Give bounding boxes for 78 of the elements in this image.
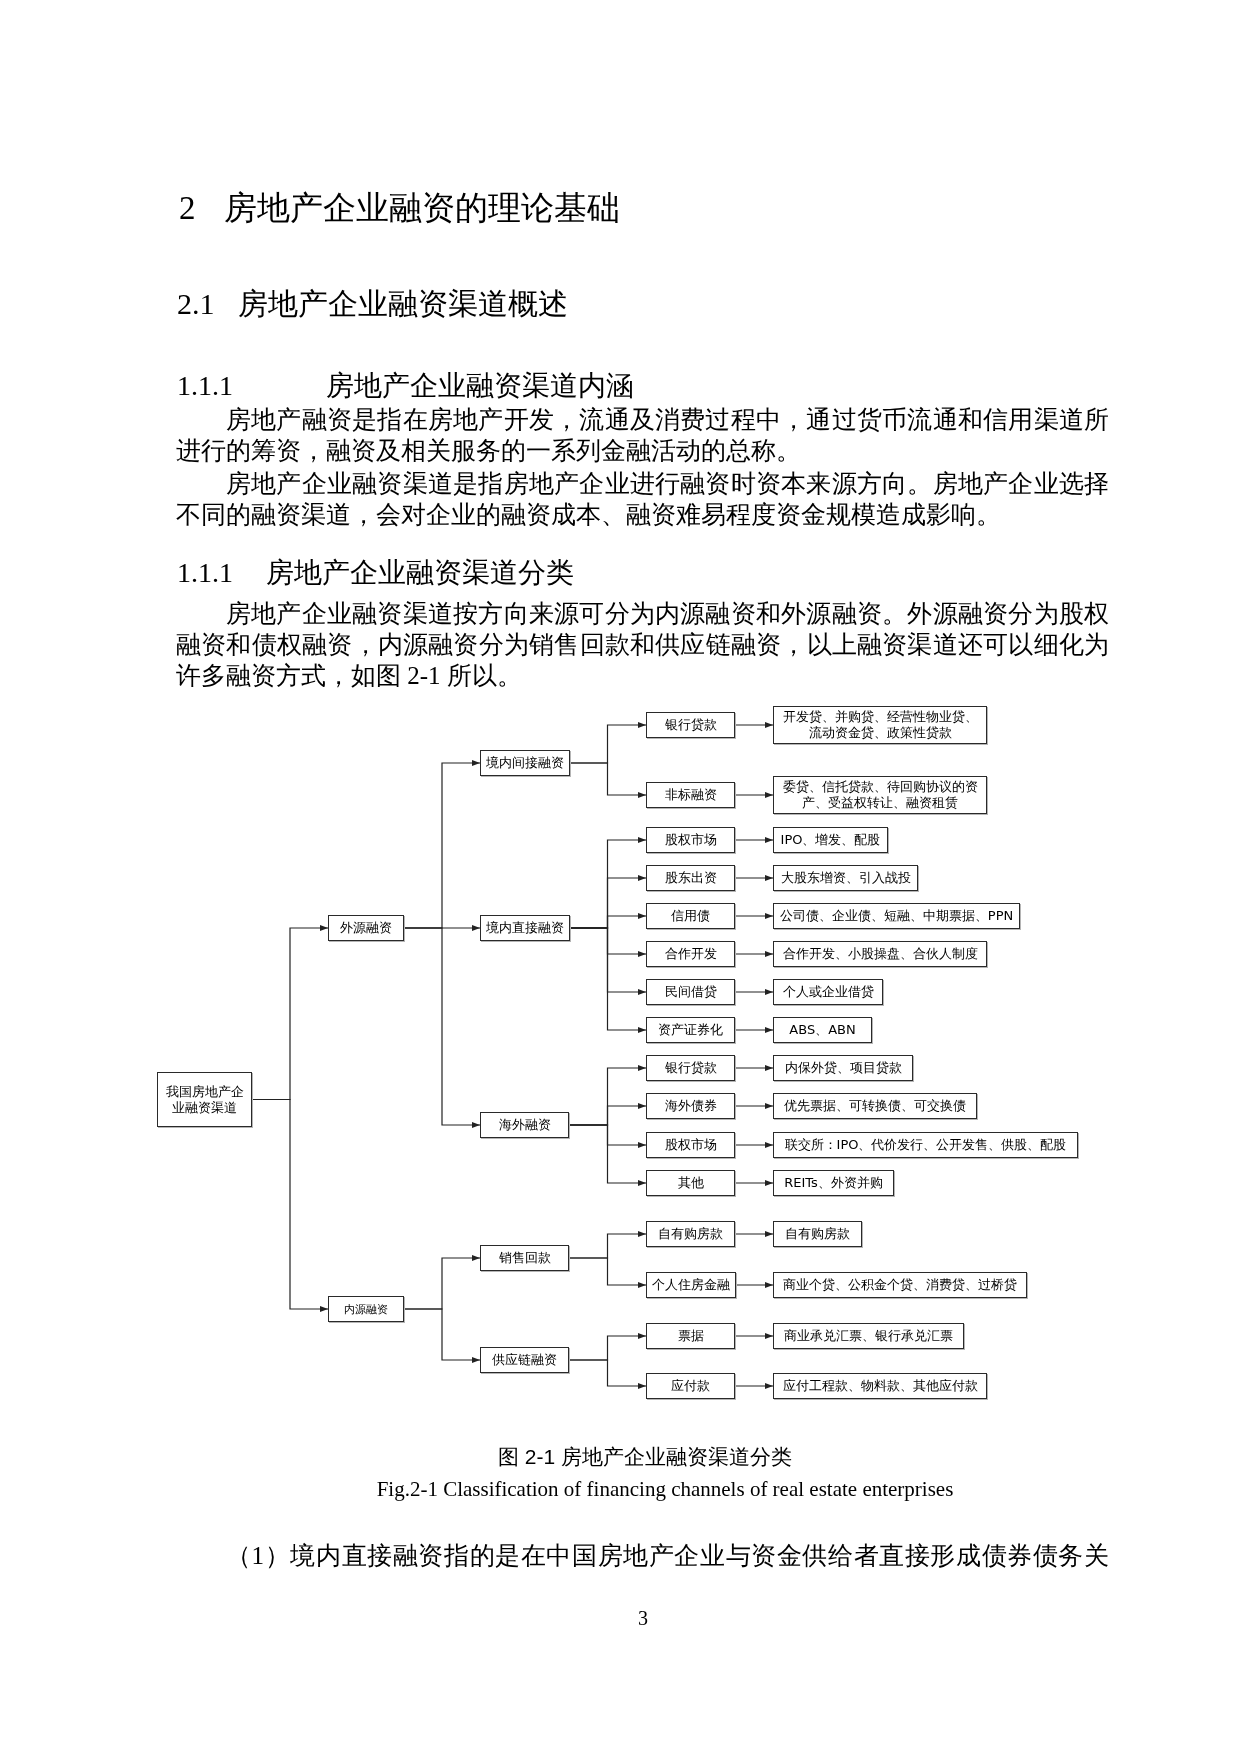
arrow [734, 951, 774, 957]
channel-box: 销售回款 [480, 1245, 569, 1271]
detail-box: 商业个贷、公积金个贷、消费贷、过桥贷 [773, 1272, 1027, 1298]
detail-box: 内保外贷、项目贷款 [773, 1055, 913, 1081]
figure-caption: Fig.2-1 Classification of financing channels of real estate enterprises [375, 1476, 955, 1502]
detail-box: 优先票据、可转换债、可交换债 [773, 1093, 977, 1119]
detail-box: 个人或企业借贷 [773, 979, 883, 1005]
method-box: 海外债券 [646, 1093, 735, 1119]
body-paragraph: 房地产企业融资渠道是指房地产企业进行融资时资本来源方向。房地产企业选择不同的融资渠道，会对企业的融资成本、融资难易程度资金规模造成影响。 [176, 469, 1109, 530]
subsection-number: 1.1.1 [177, 558, 233, 588]
method-box: 股权市场 [646, 827, 735, 853]
category-box: 内源融资 [328, 1296, 404, 1322]
method-box: 信用债 [646, 903, 735, 929]
figure-caption: 图 2-1 房地产企业融资渠道分类 [497, 1444, 793, 1470]
channel-box: 供应链融资 [480, 1347, 569, 1373]
arrow [734, 1027, 774, 1033]
arrow [734, 1180, 774, 1186]
page-number: 3 [637, 1606, 649, 1630]
arrow [734, 837, 774, 843]
arrow [734, 1103, 774, 1109]
body-paragraph: （1）境内直接融资指的是在中国房地产企业与资金供给者直接形成债券债务关 [225, 1541, 1109, 1571]
body-paragraph: 房地产融资是指在房地产开发，流通及消费过程中，通过货币流通和信用渠道所进行的筹资，融资及相关服务的一系列金融活动的总称。 [176, 405, 1109, 466]
arrow [734, 722, 774, 728]
chapter-heading: 房地产企业融资的理论基础 [224, 190, 620, 226]
chapter-number: 2 [179, 190, 196, 226]
arrow [734, 1065, 774, 1071]
detail-box: 委贷、信托贷款、待回购协议的资产、受益权转让、融资租赁 [773, 776, 987, 814]
detail-box: 合作开发、小股操盘、合伙人制度 [773, 941, 987, 967]
method-box: 股东出资 [646, 865, 735, 891]
channel-box: 境内间接融资 [480, 750, 570, 776]
method-box: 银行贷款 [646, 1055, 735, 1081]
method-box: 个人住房金融 [646, 1272, 736, 1298]
arrow [734, 792, 774, 798]
method-box: 银行贷款 [646, 712, 735, 738]
arrow [568, 1257, 647, 1288]
arrow [403, 1308, 481, 1363]
detail-box: ABS、ABN [773, 1017, 872, 1043]
arrow [251, 1098, 329, 1312]
detail-box: 大股东增资、引入战投 [773, 865, 918, 891]
detail-box: 应付工程款、物料款、其他应付款 [773, 1373, 987, 1399]
method-box: 票据 [646, 1323, 735, 1349]
section-heading: 房地产企业融资渠道概述 [238, 287, 568, 321]
method-box: 应付款 [646, 1373, 735, 1399]
detail-box: 商业承兑汇票、银行承兑汇票 [773, 1323, 964, 1349]
method-box: 股权市场 [646, 1132, 735, 1158]
detail-box: 联交所：IPO、代价发行、公开发售、供股、配股 [773, 1132, 1078, 1158]
arrow [568, 1359, 647, 1389]
arrow [568, 1124, 647, 1186]
channel-box: 海外融资 [480, 1112, 569, 1138]
method-box: 其他 [646, 1170, 735, 1196]
detail-box: 自有购房款 [773, 1221, 862, 1247]
method-box: 合作开发 [646, 941, 735, 967]
section-number: 2.1 [177, 287, 215, 321]
arrow [734, 1282, 774, 1288]
method-box: 自有购房款 [646, 1221, 735, 1247]
method-box: 民间借贷 [646, 979, 735, 1005]
arrow [734, 1333, 774, 1339]
body-paragraph: 房地产企业融资渠道按方向来源可分为内源融资和外源融资。外源融资分为股权融资和债权融资，内源融资分为销售回款和供应链融资，以上融资渠道还可以细化为许多融资方式，如图 2-1 所以。 [176, 599, 1109, 691]
subsection-heading: 房地产企业融资渠道内涵 [326, 371, 634, 401]
arrow [734, 875, 774, 881]
method-box: 非标融资 [646, 782, 735, 808]
detail-box: REITs、外资并购 [773, 1170, 894, 1196]
detail-box: 公司债、企业债、短融、中期票据、PPN [773, 903, 1020, 929]
subsection-number: 1.1.1 [177, 371, 233, 401]
arrow [734, 913, 774, 919]
detail-box: 开发贷、并购贷、经营性物业贷、流动资金贷、政策性贷款 [773, 706, 987, 744]
subsection-heading: 房地产企业融资渠道分类 [266, 558, 574, 588]
method-box: 资产证券化 [646, 1017, 735, 1043]
arrow [734, 1142, 774, 1148]
arrow [734, 989, 774, 995]
arrow [734, 1231, 774, 1237]
category-box: 外源融资 [328, 915, 404, 941]
channel-box: 境内直接融资 [480, 915, 570, 941]
root-box: 我国房地产企业融资渠道 [157, 1072, 252, 1127]
arrow [734, 1383, 774, 1389]
arrow [403, 927, 481, 1128]
detail-box: IPO、增发、配股 [773, 827, 888, 853]
arrow [568, 762, 647, 798]
